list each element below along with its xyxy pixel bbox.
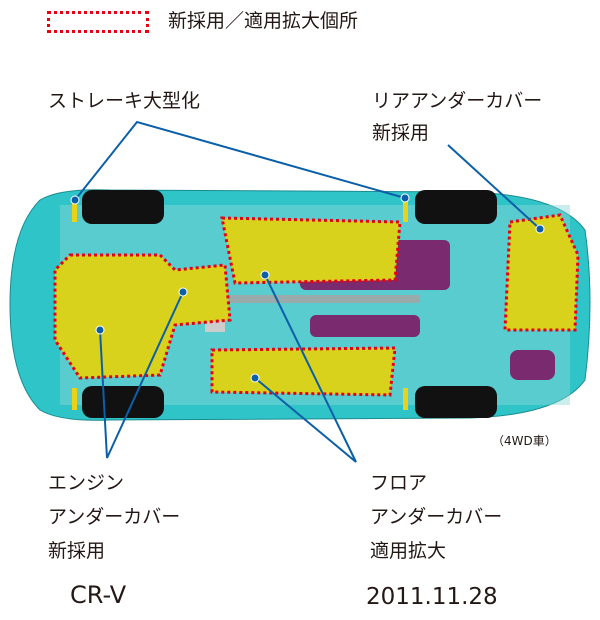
date: 2011.11.28: [366, 584, 498, 610]
wheel-front-left: [82, 190, 164, 224]
wheel-rear-right: [415, 386, 497, 418]
strakes: [72, 200, 408, 410]
callout-strake: ストレーキ大型化: [48, 90, 201, 112]
drive-note: （4WD車）: [492, 434, 557, 448]
wheel-front-right: [82, 386, 164, 418]
floor-cover-right: [210, 346, 397, 397]
callout-floor-line1: フロア: [370, 472, 428, 494]
leader-dots: [70, 193, 545, 383]
callout-engine-line1: エンジン: [48, 472, 125, 494]
model-name: CR-V: [70, 581, 127, 609]
legend-label: 新採用／適用拡大個所: [168, 10, 359, 32]
callout-rear-cover-line1: リアアンダーカバー: [372, 90, 543, 112]
engine-under-cover: [53, 253, 232, 380]
covers: [53, 213, 580, 397]
wheel-rear-left: [415, 190, 497, 224]
legend-swatch: [47, 11, 149, 33]
callout-engine-line2: アンダーカバー: [48, 506, 181, 528]
callout-rear-cover-line2: 新採用: [372, 122, 430, 144]
leader-lines: [74, 120, 541, 463]
rear-under-cover: [503, 213, 580, 332]
floor-cover-left: [220, 216, 402, 285]
callout-engine-line3: 新採用: [48, 540, 106, 562]
callout-floor-line2: アンダーカバー: [370, 506, 503, 528]
callout-floor-line3: 適用拡大: [370, 540, 447, 562]
